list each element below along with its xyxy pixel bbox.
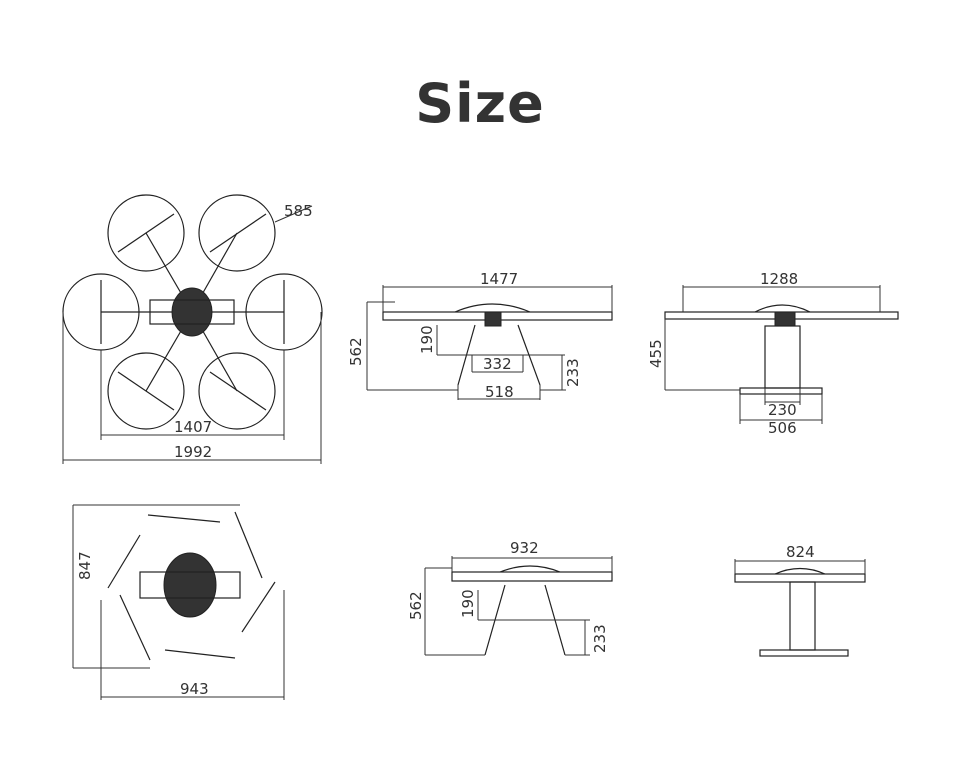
stand-base: [739, 387, 823, 395]
folded-depth-label: 847: [76, 551, 94, 580]
drone-canopy: [774, 567, 826, 575]
drone-frame: [139, 571, 241, 599]
drone-frame: [149, 299, 235, 325]
drone-frame: [451, 571, 613, 582]
leg-height-label: 233: [564, 358, 582, 387]
overall-span-label: 1992: [174, 443, 212, 461]
top-view-drawing: 585 1407 1992: [62, 194, 323, 464]
folded-front-view-drawing: 932 562 190 233: [407, 539, 613, 656]
body-clearance-label: 190: [418, 325, 436, 354]
folded-front-height-label: 562: [407, 591, 425, 620]
folded-arms: [107, 511, 276, 661]
drone-body: [774, 311, 796, 327]
front-width-label: 1477: [480, 270, 518, 288]
side-height-label: 455: [647, 339, 665, 368]
propeller-disc: [107, 352, 185, 430]
drone-frame: [734, 573, 866, 583]
folded-leg-height-label: 233: [591, 624, 609, 653]
page-title: Size: [415, 72, 545, 135]
folded-top-view-drawing: 847 943: [72, 504, 285, 700]
folded-side-view-drawing: 824: [734, 543, 866, 657]
stand-width-label: 230: [768, 401, 797, 419]
motor-span-label: 1407: [174, 418, 212, 436]
front-height-label: 562: [347, 337, 365, 366]
drone-body: [484, 311, 502, 327]
side-view-drawing: 1288 455 230 506: [647, 270, 899, 437]
propeller-disc: [198, 194, 276, 272]
base-width-label: 506: [768, 419, 797, 437]
folded-width-label: 943: [180, 680, 209, 698]
drone-body: [171, 287, 213, 337]
stand-base: [759, 649, 849, 657]
drone-canopy: [499, 565, 561, 573]
propeller-disc: [107, 194, 185, 272]
folded-side-width-label: 824: [786, 543, 815, 561]
drone-body: [163, 552, 217, 618]
drone-canopy: [754, 304, 811, 313]
stand: [764, 325, 801, 389]
leg-top-width-label: 332: [483, 355, 512, 373]
drone-canopy: [454, 303, 531, 313]
stand: [789, 581, 816, 651]
folded-body-clearance-label: 190: [459, 589, 477, 618]
folded-front-width-label: 932: [510, 539, 539, 557]
propeller-diameter-label: 585: [284, 202, 313, 220]
propeller-disc: [198, 352, 276, 430]
side-width-label: 1288: [760, 270, 798, 288]
front-view-drawing: 1477 562 190 332 518 233: [347, 270, 613, 401]
leg-base-width-label: 518: [485, 383, 514, 401]
